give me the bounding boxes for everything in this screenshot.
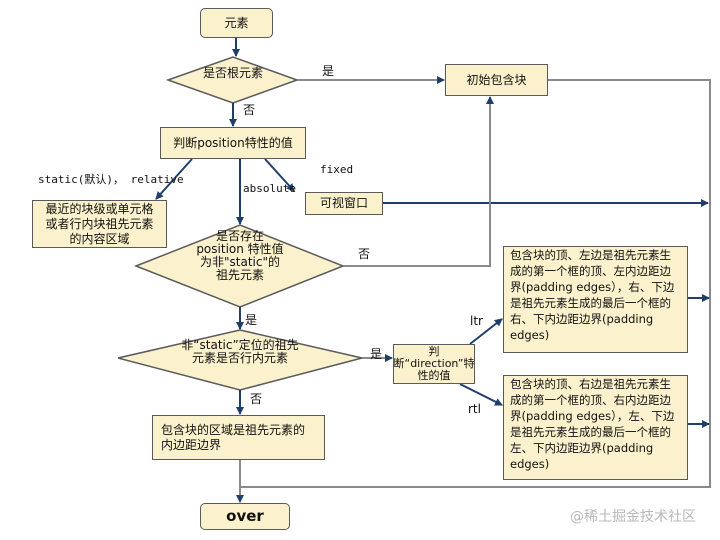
static-result-node: 最近的块级或单元格或者行内块祖先元素的内容区域	[32, 200, 167, 248]
decision-is-root	[165, 56, 300, 104]
direction-check-node: 判断“direction”特性的值	[393, 344, 475, 384]
ltr-result-node: 包含块的顶、左边是祖先元素生成的第一个框的顶、左内边距边界(padding ed…	[503, 246, 688, 353]
edge-label-root-no: 否	[243, 103, 256, 117]
positioned-ancestor-label: 是否存在position 特性值为非"static"的祖先元素	[196, 229, 284, 282]
watermark: @稀土掘金技术社区	[570, 509, 696, 525]
rtl-result-node: 包含块的顶、右边是祖先元素生成的第一个框的顶、右内边距边界(padding ed…	[503, 375, 688, 480]
is-root-label: 是否根元素	[202, 66, 263, 80]
edge-label-ltr: ltr	[470, 314, 483, 328]
edge-label-fixed: fixed	[320, 163, 354, 176]
edge-label-rtl: rtl	[468, 402, 481, 416]
padding-result-node: 包含块的区域是祖先元素的内边距边界	[152, 415, 325, 460]
edge-label-root-yes: 是	[322, 64, 335, 78]
edge-label-ancestor-yes: 是	[245, 313, 258, 327]
edge-label-inline-no: 否	[250, 392, 263, 406]
initial-containing-block-node: 初始包含块	[445, 64, 548, 96]
edge-label-inline-yes: 是	[370, 347, 383, 361]
edge-label-absolute: absolute	[243, 182, 296, 195]
viewport-node: 可视窗口	[305, 192, 383, 215]
position-check-node: 判断position特性的值	[160, 127, 306, 159]
inline-ancestor-label: 非“static”定位的祖先元素是否行内元素	[181, 338, 299, 365]
end-node: over	[200, 503, 290, 530]
edge-label-ancestor-no: 否	[358, 247, 371, 261]
edge-label-static-relative: static(默认)， relative	[38, 173, 184, 186]
start-node: 元素	[200, 8, 273, 38]
